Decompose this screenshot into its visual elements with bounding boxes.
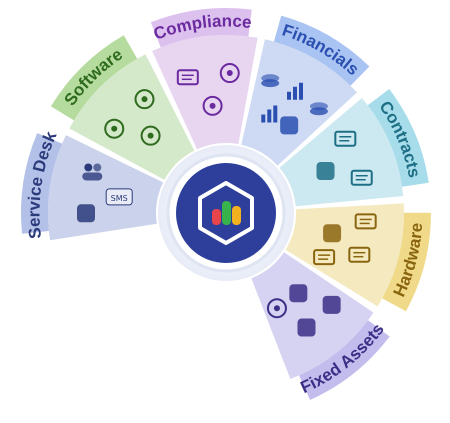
segment-tab-software[interactable] [50, 35, 138, 121]
books-icon [297, 318, 316, 337]
compass-icon [266, 298, 287, 319]
segment-tab-financials[interactable] [273, 15, 370, 86]
laptop-icon [348, 246, 371, 263]
segment-tab-service-desk[interactable] [21, 133, 63, 234]
presentation-board-icon [350, 169, 373, 186]
planet-icon [202, 95, 223, 116]
icons-layer: SMS [77, 63, 377, 337]
graduation-cap-icon [316, 162, 335, 181]
logo-bar-1 [212, 209, 221, 225]
growth-chart-icon [287, 82, 303, 100]
segment-tab-compliance[interactable] [150, 7, 252, 48]
bag-icon [289, 284, 308, 303]
segment-fixed-assets[interactable] [251, 252, 374, 379]
segment-tab-hardware[interactable] [382, 212, 431, 312]
tools-icon [322, 295, 341, 314]
svg-text:SMS: SMS [111, 194, 128, 203]
gear-icon [140, 125, 161, 146]
users-icon [82, 163, 103, 181]
logo-bar-3 [232, 206, 241, 225]
sms-icon: SMS [105, 188, 133, 206]
logo-bar-2 [222, 201, 231, 225]
pie-chart-icon [261, 105, 278, 123]
center-hub [158, 145, 294, 281]
document-icon [176, 69, 199, 86]
network-icon [77, 204, 96, 223]
segment-service-desk[interactable] [47, 135, 164, 241]
segment-tab-contracts[interactable] [367, 88, 429, 187]
stacked-coins-icon [309, 102, 328, 116]
search-icon [219, 63, 240, 84]
tablet-icon [313, 249, 336, 266]
segment-tab-fixed-assets[interactable] [298, 320, 390, 400]
segment-software[interactable] [69, 54, 195, 180]
location-pin-icon [104, 118, 125, 139]
calculator-icon [280, 116, 299, 135]
atom-icon [134, 89, 155, 110]
logo-hexagon [198, 181, 254, 245]
monitor-icon [354, 213, 377, 230]
segment-financials[interactable] [241, 39, 357, 166]
calculator-icon [323, 224, 342, 243]
coins-icon [261, 74, 280, 88]
contract-document-icon [334, 130, 357, 147]
